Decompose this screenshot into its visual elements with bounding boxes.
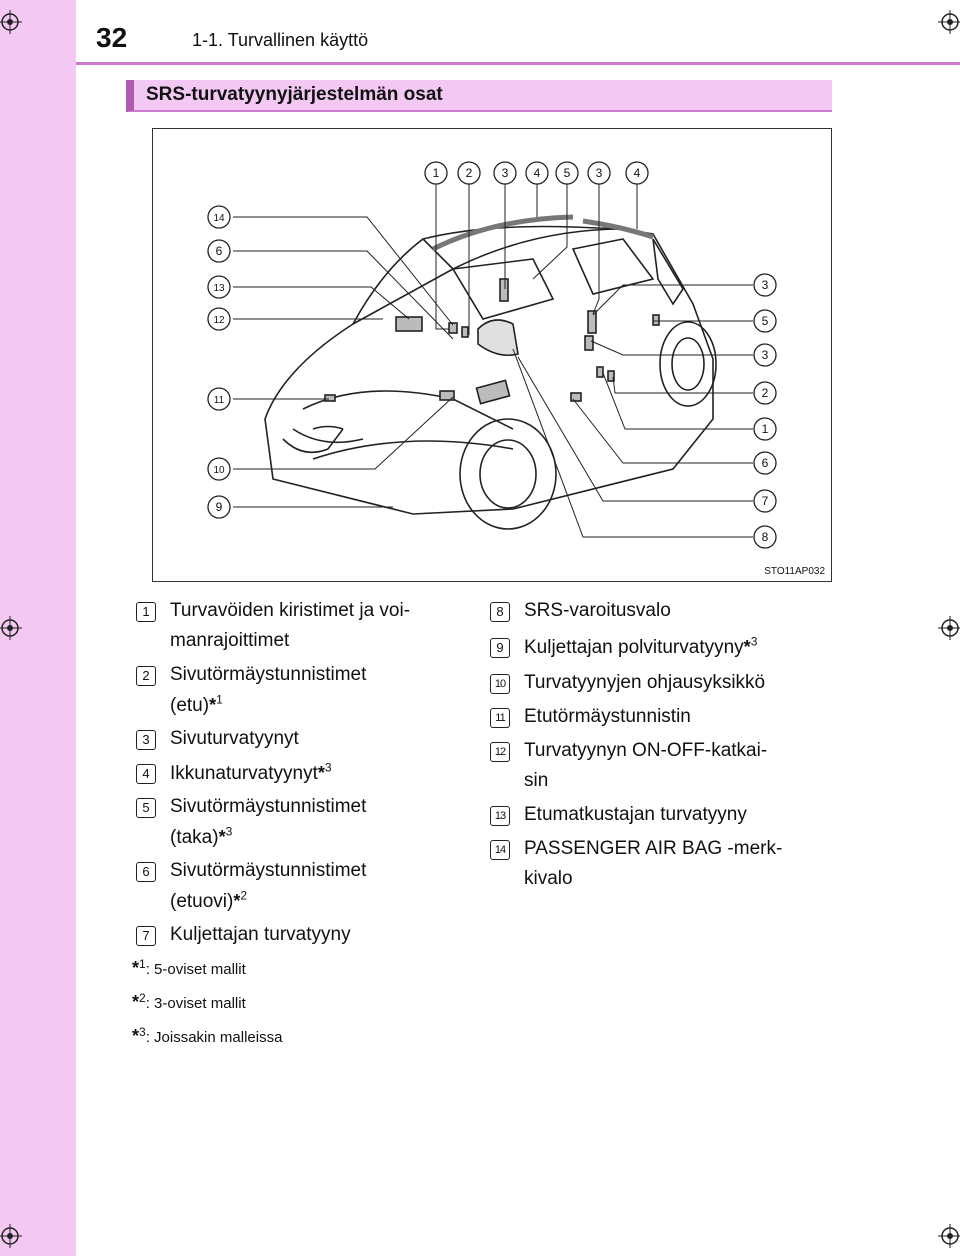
header-rule (76, 62, 960, 65)
callout-right-4: 2 (762, 386, 769, 400)
legend-number: 14 (490, 840, 510, 860)
footnote-1: *1: 5-oviset mallit (132, 957, 246, 978)
legend-text: Sivuturvatyynyt (170, 728, 299, 749)
car-illustration: 1 2 3 4 5 3 4 14 6 13 12 11 10 9 3 5 3 2… (207, 161, 777, 549)
callout-left-3: 13 (213, 283, 225, 294)
legend-number: 4 (136, 764, 156, 784)
legend-number: 5 (136, 798, 156, 818)
callout-top-7: 4 (634, 166, 641, 180)
legend-number: 6 (136, 862, 156, 882)
section-heading: SRS-turvatyynyjärjestelmän osat (126, 80, 832, 112)
legend-text: Kuljettajan turvatyyny (170, 924, 351, 945)
legend-text: Turvatyynyjen ohjausyksikkö (524, 672, 766, 693)
legend-number: 11 (490, 708, 510, 728)
callout-top-5: 5 (564, 166, 571, 180)
legend-number: 13 (490, 806, 510, 826)
legend-number: 8 (490, 602, 510, 622)
callout-left-7: 9 (216, 500, 223, 514)
legend-text: Sivutörmäystunnistimet(etuovi)*2 (170, 860, 367, 912)
section-title: SRS-turvatyynyjärjestelmän osat (146, 84, 443, 105)
callout-top-4: 4 (534, 166, 541, 180)
legend-text: Turvavöiden kiristimet ja voi-manrajoitt… (170, 600, 411, 651)
callout-top-6: 3 (596, 166, 603, 180)
legend-number: 3 (136, 730, 156, 750)
legend-text: Etutörmäystunnistin (524, 706, 691, 727)
footnote-2: *2: 3-oviset mallit (132, 991, 246, 1012)
callout-right-3: 3 (762, 348, 769, 362)
callout-left-6: 10 (213, 465, 225, 476)
callout-right-2: 5 (762, 314, 769, 328)
legend-text: Ikkunaturvatyynyt*3 (170, 760, 332, 784)
chapter-title: 1-1. Turvallinen käyttö (192, 30, 369, 50)
legend-number: 10 (490, 674, 510, 694)
figure-code: STO11AP032 (764, 566, 825, 577)
callout-right-7: 7 (762, 494, 769, 508)
legend-text: Sivutörmäystunnistimet(taka)*3 (170, 796, 367, 848)
callout-top-2: 2 (466, 166, 473, 180)
callout-left-5: 11 (214, 395, 225, 406)
airbag-diagram: 1 2 3 4 5 3 4 14 6 13 12 11 10 9 3 5 3 2… (152, 128, 832, 582)
callout-right-6: 6 (762, 456, 769, 470)
crop-mark-icon (0, 10, 22, 34)
callout-right-8: 8 (762, 530, 769, 544)
legend-number: 12 (490, 742, 510, 762)
callout-right-1: 3 (762, 278, 769, 292)
legend-text: Sivutörmäystunnistimet(etu)*1 (170, 664, 367, 716)
legend-text: Etumatkustajan turvatyyny (524, 804, 747, 825)
legend-text: PASSENGER AIR BAG -merk-kivalo (524, 838, 783, 889)
page-number: 32 (96, 22, 128, 53)
legend-number: 7 (136, 926, 156, 946)
callout-top-3: 3 (502, 166, 509, 180)
legend-number: 9 (490, 638, 510, 658)
callout-left-4: 12 (213, 315, 225, 326)
footnote-3: *3: Joissakin malleissa (132, 1025, 283, 1046)
crop-mark-icon (0, 616, 22, 640)
crop-mark-icon (938, 616, 960, 640)
legend-text: SRS-varoitusvalo (524, 600, 671, 621)
legend-number: 1 (136, 602, 156, 622)
callout-top-1: 1 (433, 166, 440, 180)
legend-text: Turvatyynyn ON-OFF-katkai-sin (524, 740, 768, 791)
legend-text: Kuljettajan polviturvatyyny*3 (524, 634, 758, 658)
callout-left-2: 6 (216, 244, 223, 258)
crop-mark-icon (938, 1224, 960, 1248)
callout-right-5: 1 (762, 422, 769, 436)
callout-left-1: 14 (213, 213, 225, 224)
legend-number: 2 (136, 666, 156, 686)
crop-mark-icon (938, 10, 960, 34)
crop-mark-icon (0, 1224, 22, 1248)
